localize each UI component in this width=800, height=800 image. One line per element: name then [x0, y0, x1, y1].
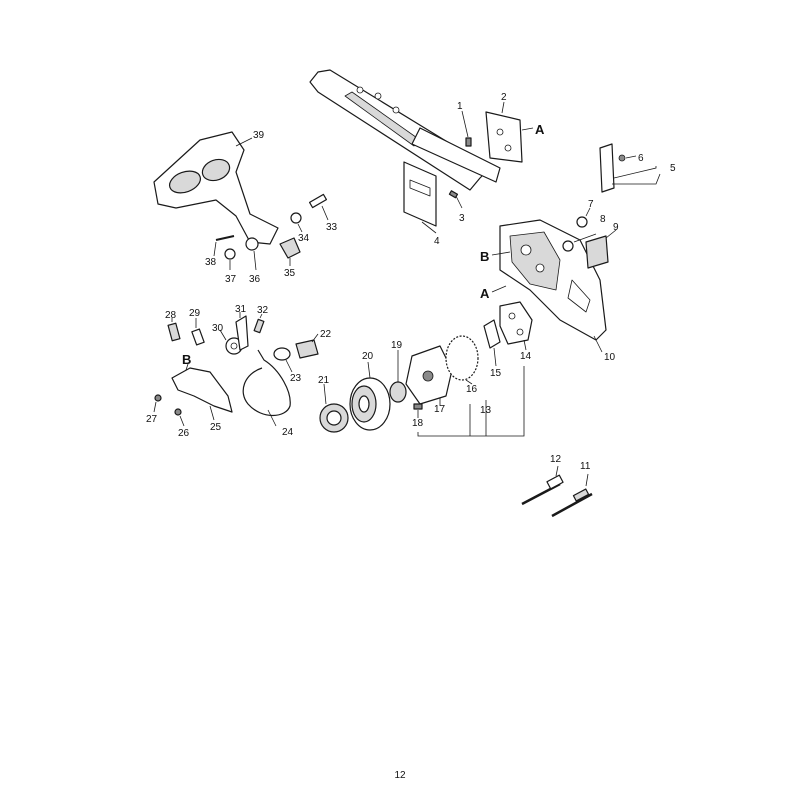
callout-7: 7 [588, 199, 594, 210]
callout-10: 10 [604, 352, 616, 363]
nut-8 [562, 233, 597, 252]
callout-36: 36 [249, 274, 261, 285]
callout-35: 35 [284, 268, 296, 279]
callout-34: 34 [298, 233, 310, 244]
callout-numbers: 1 2 3 4 5 6 7 8 9 10 11 12 13 14 15 16 1… [146, 92, 676, 472]
oil-pump-plate-14 [499, 301, 533, 351]
bar-plate-outer [403, 161, 437, 227]
brake-lever-25 [171, 367, 233, 421]
rim-sprocket-21 [319, 383, 349, 433]
worm-gear-15 [483, 319, 501, 367]
clutch-shoes-17 [405, 345, 453, 406]
screw-27 [153, 394, 162, 413]
callout-2: 2 [501, 92, 507, 103]
callout-19: 19 [391, 340, 403, 351]
ref-b-brake: B [182, 352, 191, 367]
bolt-33 [308, 193, 329, 221]
callout-26: 26 [178, 428, 190, 439]
callout-33: 33 [326, 222, 338, 233]
callout-16: 16 [466, 384, 478, 395]
needle-bearing-19 [389, 350, 407, 403]
callout-8: 8 [600, 214, 606, 225]
callout-6: 6 [638, 153, 644, 164]
shoe-22 [295, 333, 319, 359]
callout-37: 37 [225, 274, 237, 285]
callout-17: 17 [434, 404, 446, 415]
callout-23: 23 [290, 373, 302, 384]
tensioner-5 [599, 143, 661, 193]
spring-16 [445, 335, 479, 385]
callout-29: 29 [189, 308, 201, 319]
callout-38: 38 [205, 257, 217, 268]
hand-guard-39 [153, 131, 279, 245]
callout-3: 3 [459, 213, 465, 224]
nut-7 [576, 207, 591, 228]
callout-24: 24 [282, 427, 294, 438]
ref-a-bar: A [535, 122, 545, 137]
ref-b-housing: B [480, 249, 489, 264]
callout-25: 25 [210, 422, 222, 433]
bar-plate-inner [411, 111, 523, 183]
washer-34 [290, 212, 303, 233]
leader-13-group [417, 366, 525, 437]
tool-11 [551, 473, 593, 518]
pin-38 [213, 235, 235, 257]
reference-letters: A B A B [182, 122, 545, 367]
page-number: 12 [394, 770, 406, 781]
callout-21: 21 [318, 375, 330, 386]
washer-36 [245, 237, 259, 271]
clutch-drum-20 [349, 361, 391, 431]
callout-20: 20 [362, 351, 374, 362]
ref-a-housing: A [480, 286, 490, 301]
callout-5: 5 [670, 163, 676, 174]
bolt-18 [413, 403, 423, 418]
guide-bar [309, 69, 491, 191]
callout-30: 30 [212, 323, 224, 334]
bushing-23 [273, 347, 293, 373]
leader-b-brake [185, 363, 189, 371]
callout-18: 18 [412, 418, 424, 429]
callout-22: 22 [320, 329, 332, 340]
callout-31: 31 [235, 304, 247, 315]
callout-13: 13 [480, 405, 492, 416]
label-plate-9 [585, 229, 617, 269]
callout-1: 1 [457, 101, 463, 112]
leader-2 [501, 101, 505, 114]
nut-37 [224, 248, 236, 270]
brake-band-24 [242, 349, 291, 427]
callout-39: 39 [253, 130, 265, 141]
callout-14: 14 [520, 351, 532, 362]
arm-31 [235, 312, 249, 351]
callout-12: 12 [550, 454, 562, 465]
leader-4 [421, 221, 437, 234]
lever-35 [279, 237, 301, 266]
link-29 [191, 318, 205, 346]
screw-26 [174, 408, 185, 427]
spring-32 [253, 313, 265, 334]
callout-4: 4 [434, 236, 440, 247]
callout-15: 15 [490, 368, 502, 379]
tool-12 [521, 465, 564, 506]
callout-32: 32 [257, 305, 269, 316]
leader-b-housing [491, 251, 511, 256]
housing-10 [499, 219, 607, 353]
callout-9: 9 [613, 222, 619, 233]
callout-11: 11 [580, 461, 591, 472]
screw-3 [448, 190, 463, 209]
leader-a-housing [491, 285, 507, 293]
screw-1 [461, 110, 472, 147]
callout-27: 27 [146, 414, 158, 425]
leader-a-bar [521, 127, 534, 131]
spring-28 [167, 318, 181, 342]
callout-28: 28 [165, 310, 177, 321]
